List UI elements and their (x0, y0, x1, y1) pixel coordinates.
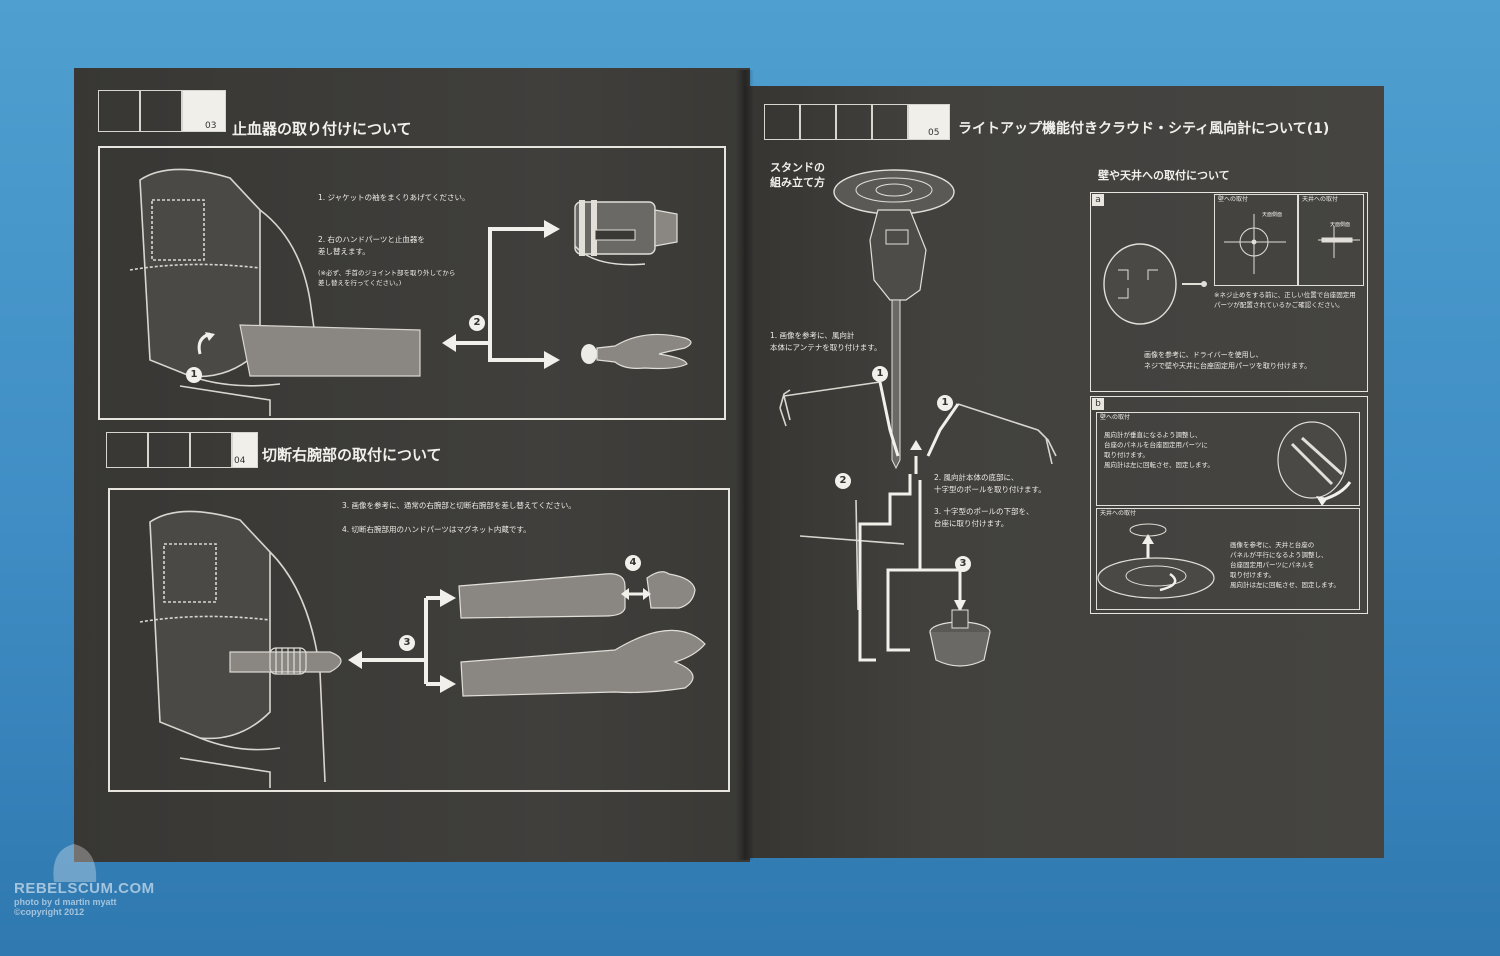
step-4-text: 4. 切断右腕部用のハンドパーツはマグネット内蔵です。 (342, 525, 531, 534)
section-04-panel (108, 488, 730, 792)
mark-label: 天面側面 (1330, 222, 1351, 228)
wall-mount-text: 風向計が垂直になるよう調整し、 台座のパネルを台座固定用パーツに 取り付けます。… (1104, 431, 1214, 469)
wall-plate-illustration (1103, 243, 1207, 325)
step-badge: 4 (625, 555, 641, 571)
step-badge: 1 (186, 367, 202, 383)
header-square (800, 104, 836, 140)
ceiling-mount-panel (1096, 508, 1360, 610)
stand-assembly-diagram (779, 381, 1057, 667)
stand-heading: スタンドの 組み立て方 (770, 161, 825, 189)
branch-arrows (348, 589, 456, 693)
mount-panel-b (1090, 396, 1368, 614)
step-3-text: 3. 画像を参考に、通常の右腕部と切断右腕部を差し替えてください。 (342, 501, 576, 510)
watermark-credit: photo by d martin myatt (14, 897, 117, 907)
step-badge: 1 (937, 395, 953, 411)
header-square (98, 90, 140, 132)
stand-step-1-text: 1. 画像を参考に、風向計 本体にアンテナを取り付けます。 (770, 331, 882, 352)
panel-label: a (1092, 194, 1104, 206)
ceiling-inset-label: 天井への取付 (1302, 196, 1339, 203)
hand-part-illustration (581, 333, 692, 370)
wall-mount-panel (1096, 412, 1360, 506)
header-square (872, 104, 908, 140)
header-square (190, 432, 232, 468)
watermark-copyright: ©copyright 2012 (14, 907, 85, 917)
ceiling-mount-illustration (1097, 523, 1215, 599)
trooper-helmet-icon (53, 844, 97, 882)
right-page (744, 86, 1384, 858)
branch-arrows (442, 220, 560, 369)
header-square (764, 104, 800, 140)
section-03-panel (98, 146, 726, 420)
step-badge: 3 (955, 556, 971, 572)
section-number: 03 (205, 121, 217, 131)
section-title: 切断右腕部の取付について (262, 446, 442, 464)
step-badge: 2 (835, 473, 851, 489)
ceiling-mount-text: 画像を参考に、天井と台座の パネルが平行になるよう調整し、 台座固定用パーツにパ… (1230, 541, 1340, 589)
section-title: ライトアップ機能付きクラウド・シティ風向計について(1) (958, 121, 1330, 137)
mount-position-diagram (1224, 214, 1360, 274)
wall-mount-inset (1214, 194, 1298, 286)
section-title: 止血器の取り付けについて (232, 120, 412, 138)
step-2-note: (※必ず、手首のジョイント部を取り外してから 差し替えを行ってください。) (318, 269, 456, 287)
panel-label: b (1092, 398, 1104, 410)
mount-panel-a (1090, 192, 1368, 392)
step-2-text: 2. 右のハンドパーツと止血器を 差し替えます。 (318, 235, 425, 256)
stand-step-3-text: 3. 十字型のポールの下部を、 台座に取り付けます。 (934, 507, 1034, 528)
header-square-filled (182, 90, 226, 132)
mark-label: 天面側面 (1262, 212, 1283, 218)
header-square-filled (908, 104, 950, 140)
wall-mount-label: 壁への取付 (1100, 414, 1131, 421)
watermark: REBELSCUM.COM photo by d martin myatt ©c… (14, 844, 155, 917)
book-gutter (736, 70, 754, 860)
header-square (148, 432, 190, 468)
header-square (140, 90, 182, 132)
tourniquet-illustration (574, 200, 678, 266)
step-badge: 3 (399, 635, 415, 651)
screw-note: ※ネジ止めをする前に、正しい位置で台座固定用 パーツが配置されているかご確認くだ… (1214, 291, 1356, 309)
watermark-site: REBELSCUM.COM (14, 880, 155, 897)
ceiling-mount-inset (1298, 194, 1364, 286)
wall-inset-label: 壁への取付 (1218, 196, 1249, 203)
jacket-arm-illustration (139, 510, 342, 788)
driver-note: 画像を参考に、ドライバーを使用し、 ネジで壁や天井に台座固定用パーツを取り付けま… (1144, 351, 1312, 370)
forearm-part-illustration (458, 571, 706, 697)
section-number: 04 (234, 456, 246, 466)
header-square (836, 104, 872, 140)
wall-mount-illustration (1277, 421, 1352, 506)
stand-step-2-text: 2. 風向計本体の底部に、 十字型のポールを取り付けます。 (934, 473, 1046, 494)
ceiling-mount-label: 天井への取付 (1100, 510, 1137, 517)
header-square (106, 432, 148, 468)
jacket-arm-illustration (129, 168, 421, 416)
header-square-filled (232, 432, 258, 468)
step-1-text: 1. ジャケットの袖をまくりあげてください。 (318, 193, 470, 202)
section-number: 05 (928, 128, 940, 138)
step-badge: 1 (872, 366, 888, 382)
mounting-heading: 壁や天井への取付について (1098, 169, 1230, 182)
step-badge: 2 (469, 315, 485, 331)
weathervane-illustration (833, 169, 955, 470)
forearm-shape (239, 324, 421, 377)
